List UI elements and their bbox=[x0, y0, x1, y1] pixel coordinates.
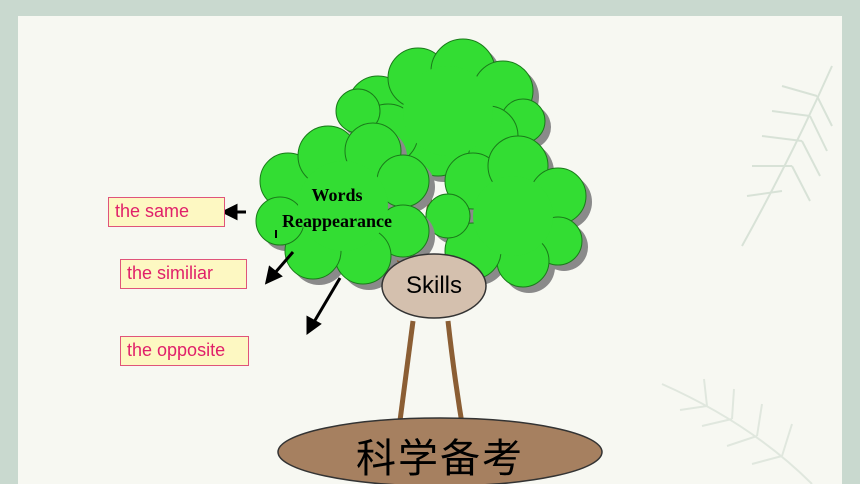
slide: the same the similiar the opposite Words… bbox=[18, 16, 842, 484]
label-the-similiar: the similiar bbox=[120, 259, 247, 289]
arrows bbox=[220, 203, 342, 335]
crown-text-line2: Reappearance bbox=[282, 211, 392, 231]
tree-diagram bbox=[220, 38, 603, 484]
fern-decoration-icon bbox=[661, 378, 813, 484]
base-label: 科学备考 bbox=[356, 437, 524, 481]
skills-knot bbox=[381, 253, 487, 319]
crown-text-line1: Words bbox=[311, 185, 363, 205]
base-ellipse bbox=[277, 417, 603, 484]
label-the-opposite: the opposite bbox=[120, 336, 249, 366]
label-the-same: the same bbox=[108, 197, 225, 227]
skills-label: Skills bbox=[405, 272, 462, 299]
leaf-decoration-icon bbox=[741, 65, 833, 247]
